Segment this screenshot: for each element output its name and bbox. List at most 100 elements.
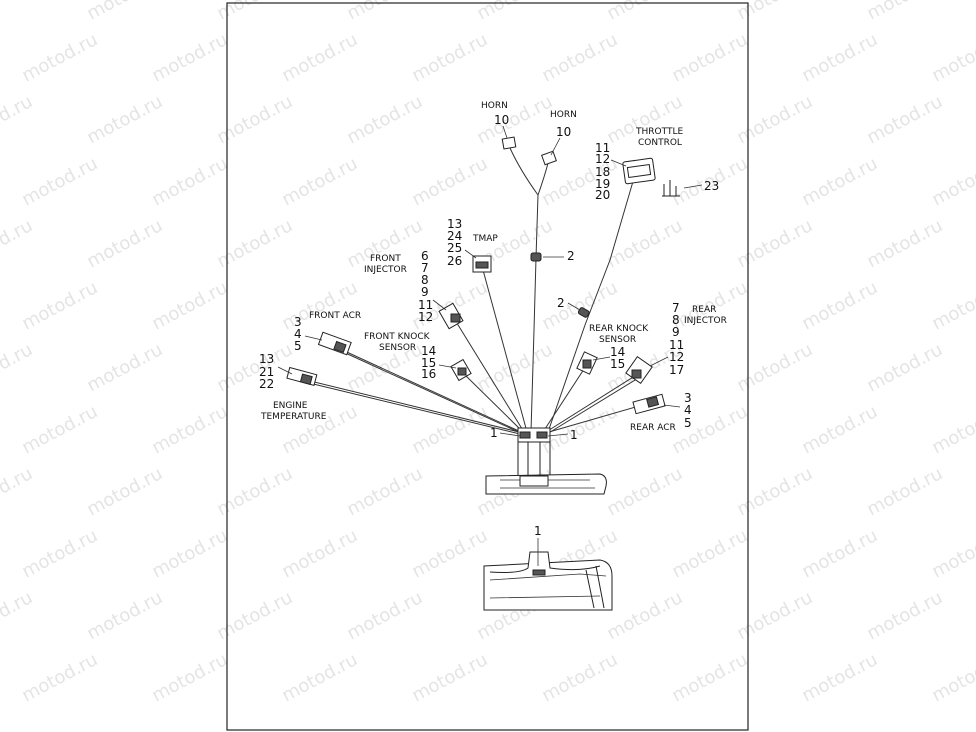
- watermark-text: motod.ru: [603, 0, 686, 24]
- callout-tmap-2: 25: [447, 241, 462, 255]
- callout-tmap-1: 24: [447, 229, 462, 243]
- callout-front-injector-2: 8: [421, 273, 429, 287]
- callout-front-knock-0: 14: [421, 344, 436, 358]
- watermark-text: motod.ru: [83, 215, 166, 272]
- callout-throttle-3: 19: [595, 177, 610, 191]
- watermark-text: motod.ru: [733, 91, 816, 148]
- watermark-text: motod.ru: [213, 215, 296, 272]
- callout-tmap-0: 13: [447, 217, 462, 231]
- callout-front-injector-1: 7: [421, 261, 429, 275]
- watermark-text: motod.ru: [148, 401, 231, 458]
- callout-horn-left: 10: [494, 113, 509, 127]
- watermark-text: motod.ru: [928, 153, 976, 210]
- callout-engine-temp-0: 13: [259, 352, 274, 366]
- front-knock-sensor-connector: [450, 358, 472, 382]
- watermark-text: motod.ru: [668, 649, 751, 706]
- watermark-text: motod.ru: [928, 525, 976, 582]
- watermark-text: motod.ru: [603, 215, 686, 272]
- watermark-text: motod.ru: [603, 587, 686, 644]
- watermark-text: motod.ru: [83, 463, 166, 520]
- watermark-text: motod.ru: [863, 0, 946, 24]
- label-rear-acr: REAR ACR: [630, 423, 676, 433]
- watermark-text: motod.ru: [798, 153, 881, 210]
- watermark-text: motod.ru: [863, 215, 946, 272]
- watermark-text: motod.ru: [0, 0, 36, 24]
- watermark-text: motod.ru: [733, 463, 816, 520]
- label-horn-right: HORN: [550, 110, 577, 120]
- watermark-text: motod.ru: [863, 339, 946, 396]
- watermark-text: motod.ru: [408, 29, 491, 86]
- terminal-item-23: [662, 180, 680, 197]
- watermark-text: motod.ru: [928, 401, 976, 458]
- callout-bracket-right: 1: [570, 428, 578, 442]
- watermark-text: motod.ru: [668, 525, 751, 582]
- watermark-text: motod.ru: [148, 153, 231, 210]
- watermark-text: motod.ru: [798, 401, 881, 458]
- label-front-injector-2: INJECTOR: [364, 265, 407, 275]
- watermark-text: motod.ru: [538, 401, 621, 458]
- callout-item-23: 23: [704, 179, 719, 193]
- watermark-text: motod.ru: [278, 277, 361, 334]
- watermark-text: motod.ru: [278, 153, 361, 210]
- detail-view-bracket: [483, 551, 613, 611]
- watermark-text: motod.ru: [213, 0, 296, 24]
- watermark-text: motod.ru: [928, 649, 976, 706]
- watermark-text: motod.ru: [863, 463, 946, 520]
- clip-upper: [530, 252, 542, 262]
- callout-leaders: [277, 125, 703, 566]
- watermark-text: motod.ru: [408, 649, 491, 706]
- callout-clip-mid: 2: [557, 296, 565, 310]
- watermark-text: motod.ru: [278, 649, 361, 706]
- label-tmap: TMAP: [472, 234, 498, 244]
- watermark-text: motod.ru: [213, 339, 296, 396]
- callout-horn-right: 10: [556, 125, 571, 139]
- page-frame: [226, 2, 749, 731]
- watermark-text: motod.ru: [668, 29, 751, 86]
- harness-wires: [301, 147, 647, 435]
- watermark-text: motod.ru: [213, 587, 296, 644]
- callout-throttle-1: 12: [595, 152, 610, 166]
- callout-throttle-4: 20: [595, 188, 610, 202]
- callout-clip-top: 2: [567, 249, 575, 263]
- label-engine-temp-2: TEMPERATURE: [260, 412, 327, 422]
- watermark-text: motod.ru: [0, 463, 36, 520]
- watermark-text: motod.ru: [928, 29, 976, 86]
- callout-tmap-3: 26: [447, 254, 462, 268]
- label-front-knock-1: FRONT KNOCK: [364, 332, 431, 342]
- label-throttle-2: CONTROL: [638, 138, 682, 148]
- watermark-text: motod.ru: [18, 525, 101, 582]
- label-front-knock-2: SENSOR: [379, 343, 416, 353]
- watermark-text: motod.ru: [148, 29, 231, 86]
- watermark-text: motod.ru: [18, 153, 101, 210]
- watermark-text: motod.ru: [733, 0, 816, 24]
- callout-front-knock-2: 16: [421, 367, 436, 381]
- watermark-text: motod.ru: [83, 0, 166, 24]
- callout-detail: 1: [534, 524, 542, 538]
- component-labels: HORN HORN THROTTLE CONTROL TMAP FRONT IN…: [260, 101, 727, 433]
- callout-throttle-2: 18: [595, 165, 610, 179]
- callout-front-acr-1: 4: [294, 327, 302, 341]
- watermark-text: motod.ru: [83, 339, 166, 396]
- callout-rear-acr-2: 5: [684, 416, 692, 430]
- label-rear-knock-1: REAR KNOCK: [589, 324, 649, 334]
- label-engine-temp-1: ENGINE: [273, 401, 308, 411]
- callout-bracket-left: 1: [490, 426, 498, 440]
- watermark-text: motod.ru: [0, 587, 36, 644]
- callout-numbers: 10 10 11 12 18 19 20 23 13 24 25 26 2 2 …: [259, 113, 719, 538]
- watermark-text: motod.ru: [863, 91, 946, 148]
- watermark-text: motod.ru: [603, 463, 686, 520]
- watermark-text: motod.ru: [148, 649, 231, 706]
- rear-knock-sensor-connector: [576, 351, 598, 375]
- label-rear-injector-1: REAR: [692, 305, 716, 315]
- engine-temperature-connector: [286, 366, 318, 387]
- throttle-control-connector: [622, 157, 656, 185]
- watermark-text: motod.ru: [538, 649, 621, 706]
- horn-connector-left: [501, 136, 517, 150]
- watermark-text: motod.ru: [0, 215, 36, 272]
- callout-front-injector-5: 12: [418, 310, 433, 324]
- horn-connector-right: [541, 150, 557, 166]
- callout-rear-acr-1: 4: [684, 403, 692, 417]
- watermark-text: motod.ru: [148, 277, 231, 334]
- callout-front-injector-3: 9: [421, 285, 429, 299]
